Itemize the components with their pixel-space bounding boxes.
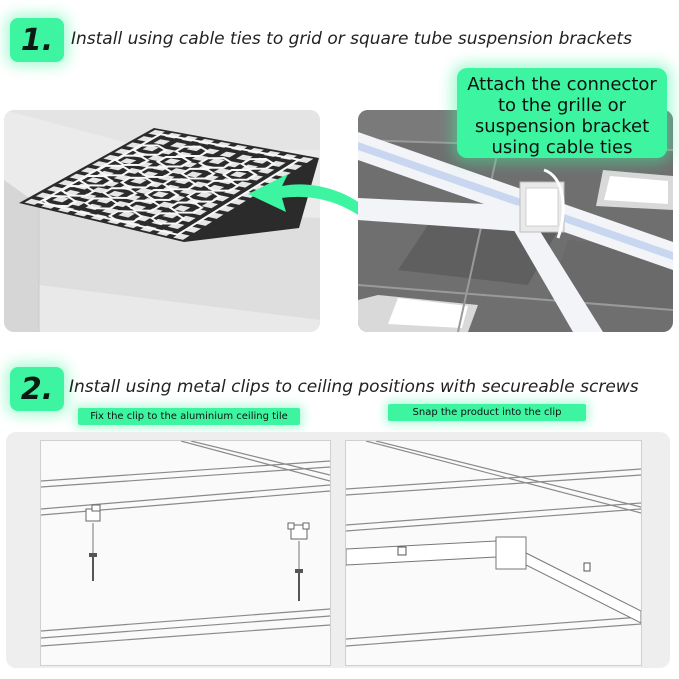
connector-callout: Attach the connector to the grille or su… (457, 68, 667, 158)
screw-icon (89, 553, 97, 581)
callout-line-2: to the grille or (497, 95, 627, 116)
clip-fix-panel (40, 440, 331, 666)
step-2-badge: 2. (10, 367, 64, 411)
step-1-text: Install using cable ties to grid or squa… (71, 29, 632, 49)
clip-label-right: Snap the product into the clip (388, 404, 586, 421)
clip-snap-panel (345, 440, 642, 666)
callout-line-3: suspension bracket (474, 116, 650, 137)
callout-line-4: using cable ties (491, 137, 633, 158)
step-2-number: 2. (20, 371, 54, 407)
step-1-number: 1. (20, 22, 54, 58)
room-ceiling-panel (4, 110, 320, 332)
green-arrow-icon (248, 174, 377, 224)
step-1-badge: 1. (10, 18, 64, 62)
clip-label-left: Fix the clip to the aluminium ceiling ti… (78, 408, 300, 425)
clip-icon (85, 504, 101, 522)
cable-tie-icon (543, 168, 565, 239)
callout-line-1: Attach the connector (467, 74, 657, 95)
step-2-text: Install using metal clips to ceiling pos… (69, 377, 639, 397)
